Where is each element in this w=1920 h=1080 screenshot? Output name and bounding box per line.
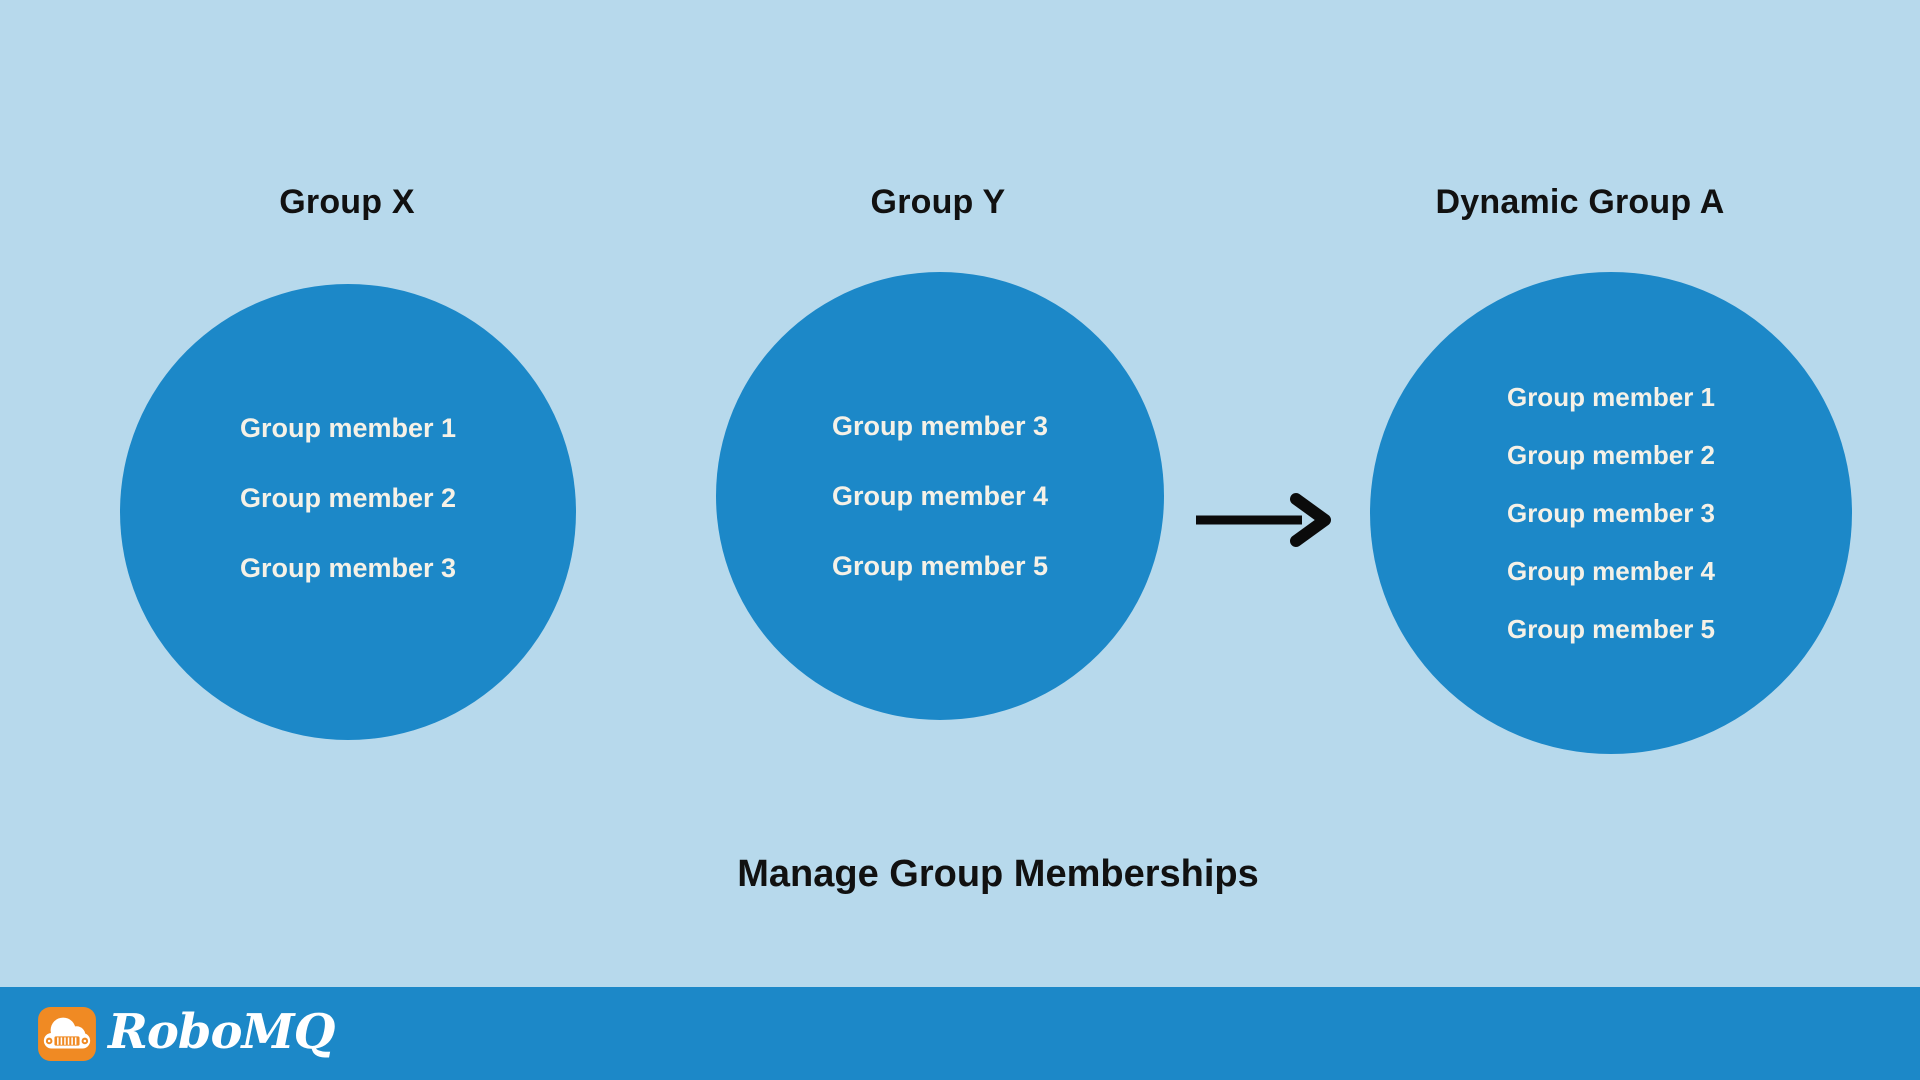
group-y-title: Group Y — [870, 183, 1006, 221]
dynamic-group-a-member-list: Group member 1 Group member 2 Group memb… — [1507, 368, 1715, 658]
group-member-label: Group member 4 — [831, 481, 1049, 511]
right-arrow-icon — [1196, 493, 1331, 547]
group-member-label: Group member 1 — [1506, 382, 1716, 412]
group-x-member-list: Group member 1 Group member 2 Group memb… — [240, 393, 456, 603]
group-y-circle: Group member 3 Group member 4 Group memb… — [716, 272, 1164, 720]
robomq-cloud-logo-icon — [38, 1006, 96, 1061]
group-y-member-list: Group member 3 Group member 4 Group memb… — [832, 391, 1048, 601]
dynamic-group-a-title: Dynamic Group A — [1435, 183, 1725, 221]
group-member-label: Group member 1 — [239, 413, 457, 443]
brand-wordmark: RoboMQ — [108, 1003, 335, 1060]
group-member-label: Group member 5 — [831, 551, 1049, 581]
group-member-label: Group member 2 — [1506, 440, 1716, 470]
group-member-label: Group member 3 — [831, 411, 1049, 441]
group-member-label: Group member 3 — [239, 553, 457, 583]
dynamic-group-a-circle: Group member 1 Group member 2 Group memb… — [1370, 272, 1852, 754]
group-member-label: Group member 4 — [1506, 556, 1716, 586]
group-member-label: Group member 2 — [239, 483, 457, 513]
group-member-label: Group member 5 — [1506, 614, 1716, 644]
group-member-label: Group member 3 — [1506, 498, 1716, 528]
footer-bar: RoboMQ — [0, 987, 1920, 1080]
group-x-title: Group X — [279, 183, 415, 221]
diagram-caption: Manage Group Memberships — [737, 853, 1259, 895]
group-x-circle: Group member 1 Group member 2 Group memb… — [120, 284, 576, 740]
